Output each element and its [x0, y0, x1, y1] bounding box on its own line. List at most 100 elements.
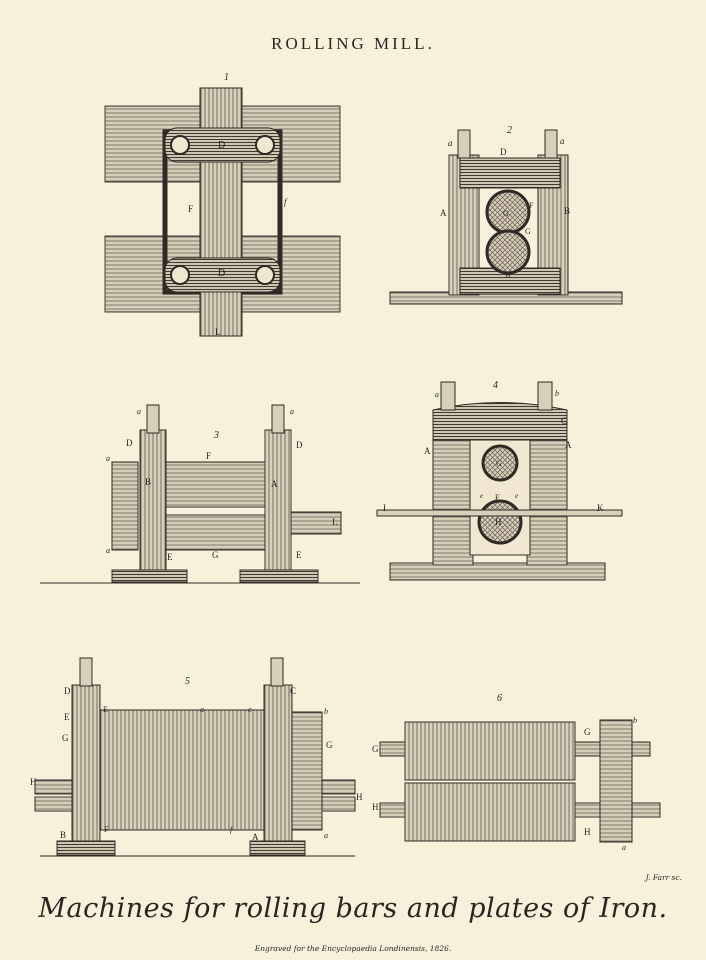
fig6-label-h-right: H [584, 827, 591, 837]
fig1-bolt-4 [255, 265, 275, 285]
fig4-label-i: I [383, 503, 386, 513]
fig3-label-a-right: a [290, 407, 294, 416]
fig3-base-right [239, 569, 319, 583]
fig5-label-h-right: H [356, 792, 363, 802]
fig4-label-c: C [561, 416, 567, 426]
fig5-number: 5 [185, 676, 190, 687]
fig2-lower-roll [485, 229, 531, 275]
fig6-label-h-left: H [372, 802, 379, 812]
fig4-upper-roll [481, 444, 519, 482]
fig4-plate-i-k [376, 509, 623, 517]
fig4-number: 4 [493, 380, 498, 391]
fig2-label-g-roll: G [503, 209, 509, 218]
fig3-lower-roll [165, 514, 266, 551]
fig5-base-left [56, 840, 116, 856]
fig3-screw-left [146, 404, 160, 434]
fig2-label-g: G [525, 227, 531, 236]
fig4-label-e-right: e [515, 492, 518, 500]
fig5-pillar-right [263, 684, 293, 844]
fig4-label-e-left: e [480, 492, 483, 500]
fig5-base-right [249, 840, 306, 856]
fig1-label-f-small: f [284, 197, 288, 207]
fig3-label-d-left: D [126, 438, 133, 448]
fig6-label-a: a [622, 843, 626, 852]
fig2-label-a-right: a [560, 136, 565, 146]
publisher-imprint: Engraved for the Encyclopaedia Londinens… [254, 944, 452, 953]
fig3-base-left [111, 569, 188, 583]
fig3-screw-right [271, 404, 285, 434]
fig3-label-a-left: a [137, 407, 141, 416]
fig6-label-g-right: G [584, 727, 591, 737]
fig4-screw-right [537, 381, 553, 411]
fig5-label-a-top: a [200, 705, 204, 714]
fig3-label-f: F [206, 451, 211, 461]
fig2-label-b: B [564, 206, 570, 216]
fig1-bolt-3 [170, 265, 190, 285]
engraver-signature: J. Farr sc. [645, 873, 682, 882]
fig5-label-f-small: f [230, 825, 234, 834]
figure-6: 6 b G G H H a [372, 693, 661, 852]
fig3-label-a-gear-top: a [106, 454, 110, 463]
fig1-bottom-cap [164, 257, 281, 293]
fig6-lower-roll [404, 782, 576, 842]
plate-caption: Machines for rolling bars and plates of … [38, 893, 668, 924]
fig5-label-a-small: a [324, 831, 328, 840]
fig6-label-g-left: G [372, 744, 379, 754]
fig3-upper-roll [165, 461, 266, 508]
fig2-label-a-left: a [448, 138, 453, 148]
fig4-label-g: G [496, 459, 502, 468]
fig2-screw-right [544, 129, 558, 159]
figure-1: 1 D D F f L [104, 72, 341, 337]
fig5-label-a: A [252, 832, 259, 842]
fig2-number: 2 [507, 125, 512, 136]
fig5-label-e-left: E [64, 712, 70, 722]
fig3-label-d-right: D [296, 440, 303, 450]
fig2-label-d: D [500, 147, 507, 157]
fig3-label-b: B [145, 477, 151, 487]
fig5-grooved-rolls [99, 709, 265, 831]
fig6-gear-right [599, 719, 633, 843]
fig4-base [389, 562, 606, 581]
fig4-label-a-small: a [435, 390, 439, 399]
fig5-label-e: E [103, 705, 108, 714]
figure-2: 2 a a D A B F G G H [389, 125, 623, 305]
fig5-label-c: C [290, 686, 296, 696]
fig4-label-b-small: b [555, 389, 559, 398]
fig4-label-a-left: A [424, 446, 431, 456]
fig5-screw-right [270, 657, 284, 687]
fig5-label-b-small: b [324, 707, 328, 716]
fig3-label-e-left: E [167, 552, 173, 562]
fig1-label-d-top: D [218, 140, 225, 151]
fig5-label-d: D [64, 686, 71, 696]
fig3-label-a: A [271, 479, 278, 489]
figure-5: 5 D E G H B E a c C b G H F f A a [30, 657, 363, 857]
fig6-label-b: b [633, 716, 637, 725]
fig4-label-f: F [495, 493, 500, 502]
fig2-label-a: A [440, 208, 447, 218]
fig1-center-roller [199, 87, 243, 337]
fig3-pillar-left [139, 429, 167, 576]
fig2-label-f: F [529, 201, 534, 210]
fig3-number: 3 [213, 430, 219, 441]
fig3-label-g: G [212, 550, 219, 560]
plate-title: ROLLING MILL. [271, 34, 435, 53]
fig3-label-e-right: E [296, 550, 302, 560]
fig5-label-g-right: G [326, 740, 333, 750]
fig5-pillar-left [71, 684, 101, 844]
fig4-label-k: K [597, 503, 604, 513]
fig6-number: 6 [497, 693, 502, 704]
fig4-label-a-right: A [565, 440, 572, 450]
fig5-screw-left [79, 657, 93, 687]
fig3-label-l: L [332, 517, 338, 527]
fig4-screw-left [440, 381, 456, 411]
fig3-left-gear [111, 461, 139, 551]
fig2-top-cross [459, 157, 561, 189]
fig2-label-h: H [505, 271, 511, 280]
fig1-bolt-1 [170, 135, 190, 155]
fig3-bar-l [290, 511, 342, 535]
fig1-top-cap [164, 127, 281, 163]
figure-4: 4 a b C A A G F e e H I K [376, 380, 623, 581]
fig1-bolt-2 [255, 135, 275, 155]
fig1-label-l: L [215, 327, 221, 337]
